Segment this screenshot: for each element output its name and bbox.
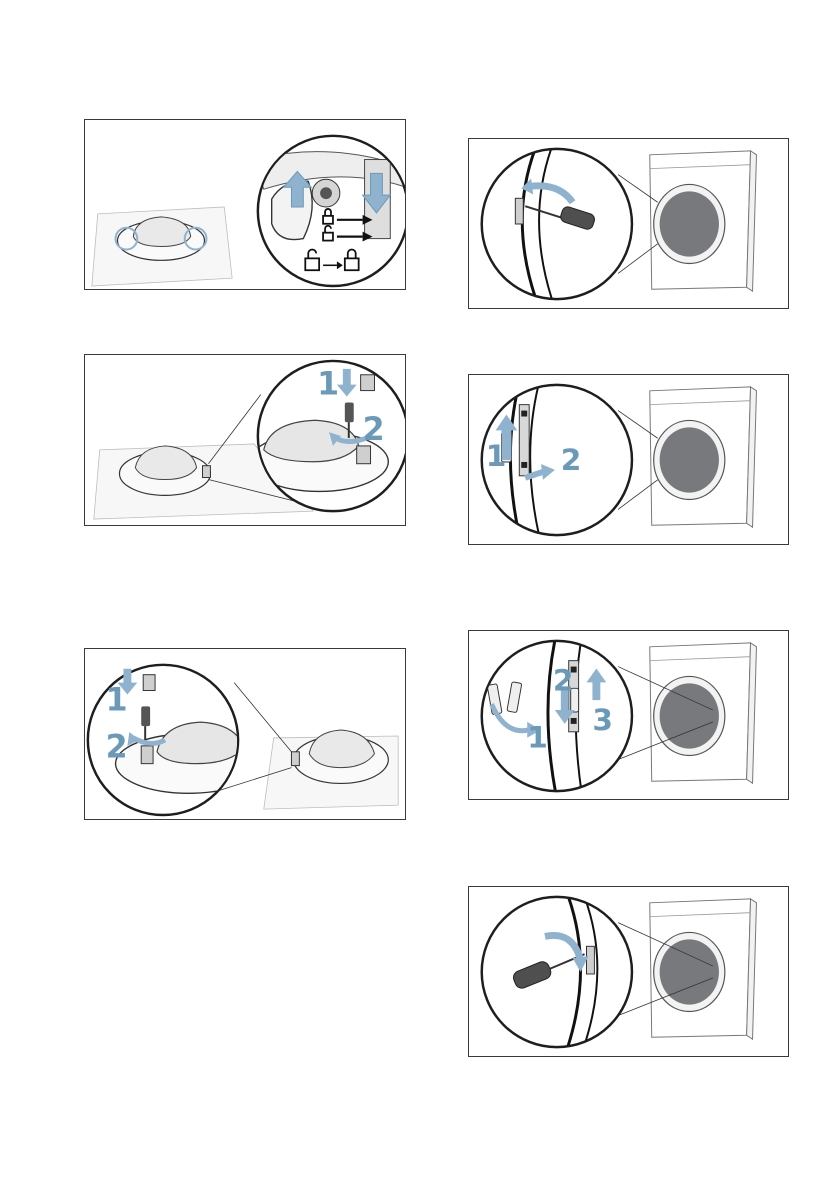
hinge-zoomed <box>141 746 153 764</box>
step-number-1: 1 <box>486 438 507 473</box>
zoom-line-top <box>234 683 291 752</box>
step-number-2: 2 <box>106 730 128 766</box>
hinge-removed <box>361 375 375 391</box>
step-number-1: 1 <box>317 367 339 403</box>
attach-hinge-illustration: 1 2 <box>85 649 405 819</box>
lock-button-center <box>320 187 332 199</box>
figure-screw-door-catch <box>468 886 789 1057</box>
hinge-zoomed <box>357 446 371 464</box>
magnifier-circle <box>482 897 632 1047</box>
figure-unscrew-door-catch <box>468 138 789 309</box>
washing-machine-icon <box>650 899 757 1039</box>
magnifier-circle <box>482 149 632 299</box>
step-number-1: 1 <box>106 682 128 718</box>
figure-reposition-door-catch: 1 2 3 <box>468 630 789 800</box>
figure-door-lock-switch <box>84 119 406 290</box>
door-catch <box>586 946 594 974</box>
hinge-new <box>143 675 155 691</box>
screw-catch-illustration <box>469 887 788 1056</box>
figure-remove-hinge: 1 2 <box>84 354 406 526</box>
door-lock-illustration <box>85 120 405 289</box>
step-number-2: 2 <box>363 412 385 448</box>
drum-window <box>660 427 719 492</box>
remove-catch-illustration: 1 2 <box>469 375 788 544</box>
drum-window <box>660 683 719 748</box>
figure-remove-door-catch: 1 2 <box>468 374 789 545</box>
step-number-2: 2 <box>561 442 582 477</box>
hinge <box>291 752 299 766</box>
drum-window <box>660 191 719 256</box>
drum-window <box>660 939 719 1004</box>
remove-hinge-illustration: 1 2 <box>85 355 405 525</box>
step-number-3: 3 <box>592 702 613 737</box>
door-catch <box>515 198 523 224</box>
figure-attach-hinge: 1 2 <box>84 648 406 820</box>
reposition-catch-illustration: 1 2 3 <box>469 631 788 799</box>
door-handle <box>309 730 374 768</box>
unscrew-catch-illustration <box>469 139 788 308</box>
washing-machine-icon <box>650 643 757 783</box>
hinge <box>203 466 211 478</box>
washing-machine-icon <box>650 387 757 527</box>
step-number-1: 1 <box>527 720 548 755</box>
washing-machine-icon <box>650 151 757 291</box>
step-number-2: 2 <box>553 662 574 697</box>
